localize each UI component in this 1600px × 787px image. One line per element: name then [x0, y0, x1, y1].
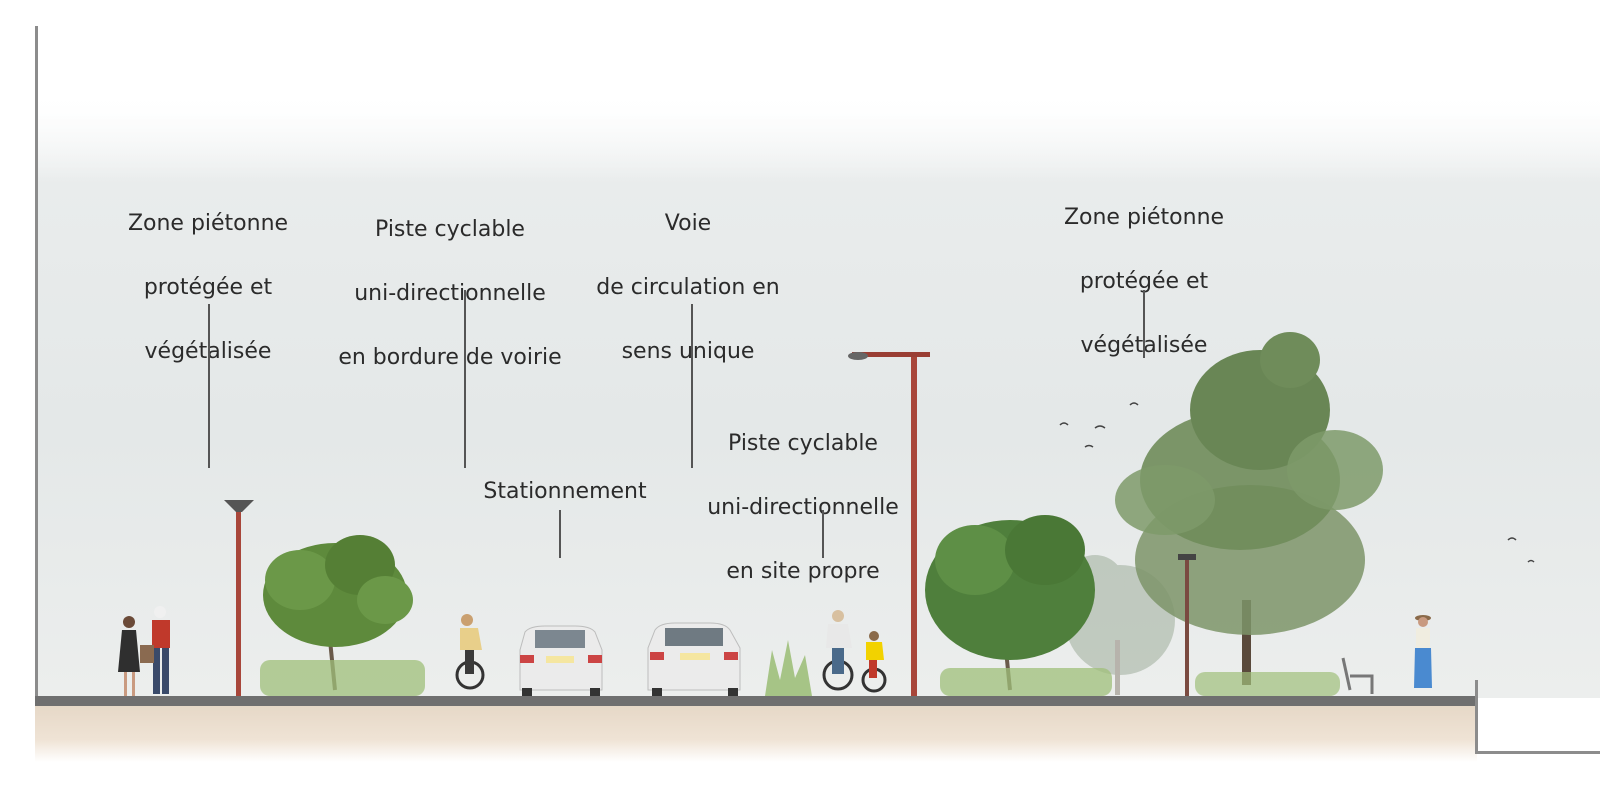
label-line: uni-directionnelle [707, 495, 899, 520]
pedestrian-right-icon [1414, 615, 1432, 688]
car-rear-icon [519, 625, 603, 696]
grass-bike-lane-icon [765, 640, 812, 696]
label-zone-pietonne-left: Zone piétonne protégée et végétalisée [108, 176, 308, 400]
lamp-post-tall-icon [848, 352, 930, 696]
label-line: en bordure de voirie [338, 345, 562, 370]
lamp-post-right-icon [1178, 554, 1196, 696]
tree-left-icon [263, 535, 413, 691]
leader-line-piste-bordure [464, 290, 466, 468]
frame-right-horizontal [1475, 751, 1600, 754]
birds-icon [1059, 402, 1535, 563]
grass-right-icon [940, 668, 1340, 696]
label-line: protégée et [1079, 269, 1209, 294]
cyclists-family-icon [822, 610, 887, 693]
frame-left-border [35, 26, 38, 708]
label-line: Voie [664, 211, 712, 236]
pedestrian-couple-icon [118, 606, 170, 696]
label-line: Stationnement [483, 479, 647, 504]
label-line: uni-directionnelle [354, 281, 546, 306]
leader-line-zone-right [1143, 290, 1145, 358]
cyclist-left-icon [455, 614, 485, 690]
grass-left-icon [260, 660, 425, 696]
label-stationnement: Stationnement [470, 444, 660, 540]
label-line: en site propre [726, 559, 880, 584]
label-line: de circulation en [596, 275, 780, 300]
frame-right-vertical [1475, 680, 1478, 754]
pine-tree-icon [1115, 332, 1383, 685]
tree-right-icon [925, 515, 1095, 691]
label-line: Zone piétonne [1063, 205, 1225, 230]
lamp-post-short-icon [224, 500, 254, 696]
sky-fade [38, 60, 1600, 180]
label-piste-cyclable-site-propre: Piste cyclable uni-directionnelle en sit… [697, 396, 909, 620]
leader-line-stationnement [559, 510, 561, 558]
label-line: végétalisée [144, 339, 272, 364]
label-line: Zone piétonne [127, 211, 289, 236]
ground-surface [35, 696, 1477, 706]
leader-line-piste-site-propre [822, 510, 824, 558]
label-line: protégée et [143, 275, 273, 300]
leader-line-voie [691, 304, 693, 468]
car-front-icon [647, 622, 741, 696]
leader-line-zone-left [208, 304, 210, 468]
label-line: Piste cyclable [728, 431, 878, 456]
bench-icon [1341, 657, 1374, 694]
label-piste-cyclable-bordure: Piste cyclable uni-directionnelle en bor… [330, 182, 570, 406]
soil-section [35, 706, 1477, 762]
label-line: Piste cyclable [375, 217, 525, 242]
